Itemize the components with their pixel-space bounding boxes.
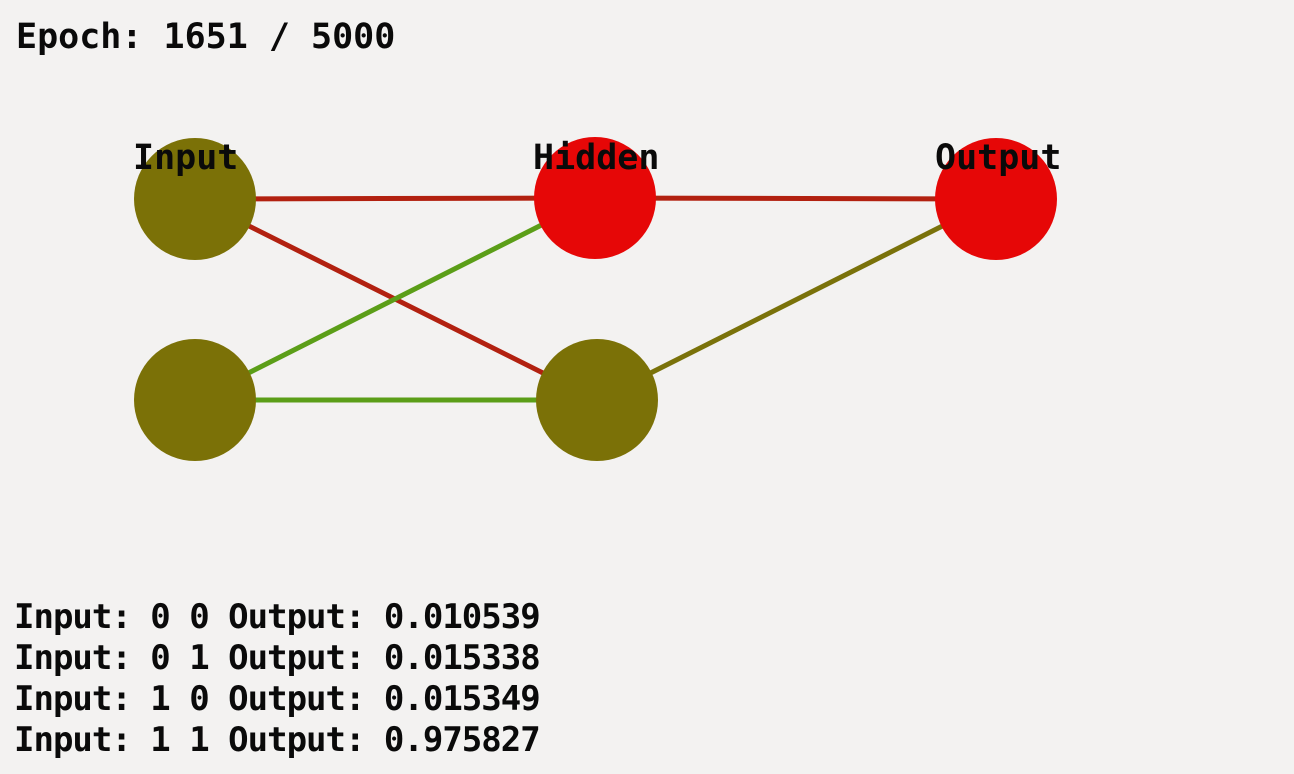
node-input-0 (134, 138, 256, 260)
layer-label-hidden: Hidden (533, 138, 660, 178)
node-input-1 (134, 339, 256, 461)
layer-label-output: Output (935, 138, 1062, 178)
edge-hidden-0-to-output-0 (594, 195, 997, 202)
results-panel: Input: 0 0 Output: 0.010539 Input: 0 1 O… (14, 597, 541, 761)
node-hidden-0 (534, 137, 656, 259)
epoch-counter: Epoch: 1651 / 5000 (16, 17, 396, 57)
edge-hidden-1-to-output-0 (595, 196, 998, 403)
layer-label-input: Input (133, 138, 239, 178)
node-hidden-1 (536, 339, 658, 461)
edge-input-1-to-hidden-0 (193, 195, 597, 403)
result-line-1: Input: 0 1 Output: 0.015338 (14, 638, 541, 678)
node-output-0 (935, 138, 1057, 260)
result-line-3: Input: 1 1 Output: 0.975827 (14, 720, 541, 760)
result-line-0: Input: 0 0 Output: 0.010539 (14, 597, 541, 637)
edge-input-0-to-hidden-0 (194, 195, 596, 202)
result-line-2: Input: 1 0 Output: 0.015349 (14, 679, 541, 719)
